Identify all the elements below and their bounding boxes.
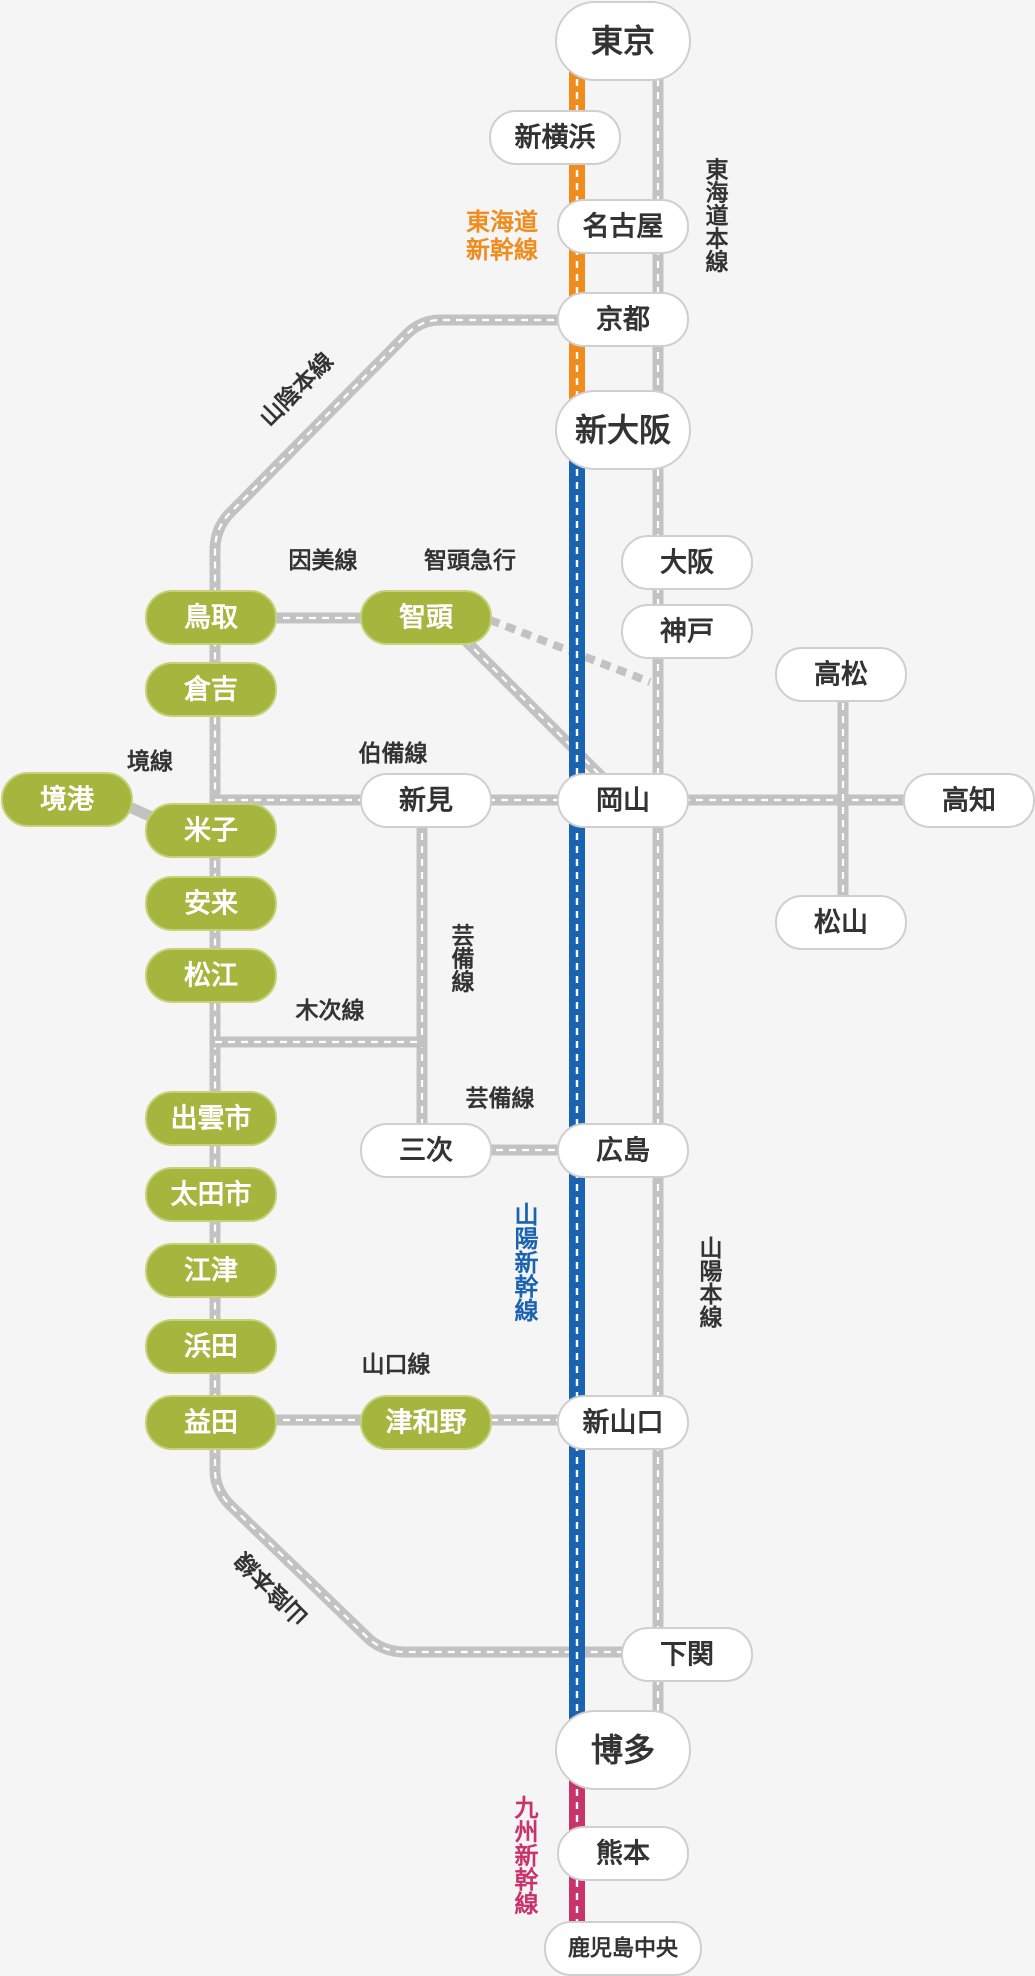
station-matsuyama[interactable]: 松山 xyxy=(775,895,907,950)
svg-text:太田市: 太田市 xyxy=(171,1179,252,1211)
svg-text:大阪: 大阪 xyxy=(660,548,714,579)
station-niimi[interactable]: 新見 xyxy=(360,773,492,828)
station-takamatsu[interactable]: 高松 xyxy=(775,647,907,702)
svg-text:下関: 下関 xyxy=(660,1640,714,1671)
svg-text:境港: 境港 xyxy=(40,785,95,816)
sanyo-main-line-label: 山陽本線 xyxy=(695,1236,723,1329)
station-odashi[interactable]: 太田市 xyxy=(145,1167,277,1222)
station-tsuwano[interactable]: 津和野 xyxy=(360,1395,492,1450)
station-masuda[interactable]: 益田 xyxy=(145,1395,277,1450)
svg-text:米子: 米子 xyxy=(184,816,238,847)
sanin-main-line-south-label: 山陰本線 xyxy=(230,1546,314,1630)
svg-text:松江: 松江 xyxy=(184,961,238,992)
kisuki-line-label: 木次線 xyxy=(295,997,365,1024)
station-tokyo[interactable]: 東京 xyxy=(555,1,691,81)
svg-text:江津: 江津 xyxy=(184,1256,238,1287)
svg-text:松山: 松山 xyxy=(814,908,868,939)
station-yasugi[interactable]: 安来 xyxy=(145,876,277,931)
station-hiroshima[interactable]: 広島 xyxy=(557,1123,689,1178)
svg-text:新山口: 新山口 xyxy=(583,1407,664,1439)
svg-text:高松: 高松 xyxy=(814,659,868,691)
svg-text:新見: 新見 xyxy=(399,785,453,817)
svg-text:鹿児島中央: 鹿児島中央 xyxy=(568,1936,679,1962)
station-shin-yokohama[interactable]: 新横浜 xyxy=(489,110,621,165)
sanyo-shinkansen-label: 山陽新幹線 xyxy=(510,1202,538,1323)
svg-text:安来: 安来 xyxy=(184,889,238,920)
svg-text:浜田: 浜田 xyxy=(184,1332,238,1363)
station-tottori[interactable]: 鳥取 xyxy=(145,590,277,645)
svg-text:智頭: 智頭 xyxy=(399,603,454,634)
svg-text:熊本: 熊本 xyxy=(596,1838,650,1870)
tokaido-shinkansen-label-1: 東海道 xyxy=(466,208,538,236)
sakai-line-label: 境線 xyxy=(127,748,173,775)
station-kumamoto[interactable]: 熊本 xyxy=(557,1826,689,1881)
svg-text:新大阪: 新大阪 xyxy=(575,411,671,449)
station-kobe[interactable]: 神戸 xyxy=(621,604,753,659)
svg-text:博多: 博多 xyxy=(591,1731,655,1769)
svg-text:広島: 広島 xyxy=(596,1135,650,1167)
station-matsue[interactable]: 松江 xyxy=(145,948,277,1003)
station-nagoya[interactable]: 名古屋 xyxy=(557,199,689,254)
line-labels: 東海道 新幹線 東海道本線 山陰本線 因美線 智頭急行 境線 伯備線 芸備線 木… xyxy=(127,158,729,1917)
svg-text:岡山: 岡山 xyxy=(596,786,650,817)
svg-text:三次: 三次 xyxy=(399,1136,453,1167)
svg-text:鳥取: 鳥取 xyxy=(184,603,238,634)
station-gotsu[interactable]: 江津 xyxy=(145,1243,277,1298)
station-chizu[interactable]: 智頭 xyxy=(360,590,492,645)
geibi-line-horizontal-label: 芸備線 xyxy=(466,1085,535,1112)
svg-text:益田: 益田 xyxy=(184,1408,238,1439)
svg-text:東京: 東京 xyxy=(591,22,655,60)
station-yonago[interactable]: 米子 xyxy=(145,803,277,858)
station-shin-osaka[interactable]: 新大阪 xyxy=(555,390,691,470)
station-okayama[interactable]: 岡山 xyxy=(557,773,689,828)
svg-text:津和野: 津和野 xyxy=(386,1408,467,1439)
station-kurayoshi[interactable]: 倉吉 xyxy=(145,662,277,717)
svg-text:高知: 高知 xyxy=(942,785,996,817)
svg-text:名古屋: 名古屋 xyxy=(583,211,664,243)
station-osaka[interactable]: 大阪 xyxy=(621,535,753,590)
svg-text:倉吉: 倉吉 xyxy=(183,674,238,706)
kyushu-shinkansen-label: 九州新幹線 xyxy=(510,1795,539,1916)
station-sakaiminato[interactable]: 境港 xyxy=(1,772,133,827)
geibi-line-vertical-label: 芸備線 xyxy=(447,924,475,994)
hakubi-line-label: 伯備線 xyxy=(359,740,428,767)
station-miyoshi[interactable]: 三次 xyxy=(360,1123,492,1178)
station-shin-yamaguchi[interactable]: 新山口 xyxy=(557,1395,689,1450)
station-hamada[interactable]: 浜田 xyxy=(145,1319,277,1374)
station-kochi[interactable]: 高知 xyxy=(903,773,1035,828)
tokaido-shinkansen-label-2: 新幹線 xyxy=(466,236,538,264)
station-shimonoseki[interactable]: 下関 xyxy=(621,1627,753,1682)
tokaido-main-line-label: 東海道本線 xyxy=(701,158,729,274)
svg-text:出雲市: 出雲市 xyxy=(171,1103,252,1135)
station-kyoto[interactable]: 京都 xyxy=(557,292,689,347)
svg-text:神戸: 神戸 xyxy=(660,617,714,648)
chizu-express-label: 智頭急行 xyxy=(424,547,516,574)
station-kagoshima-chuo[interactable]: 鹿児島中央 xyxy=(544,1921,702,1976)
yamaguchi-line-label: 山口線 xyxy=(362,1351,431,1378)
svg-text:京都: 京都 xyxy=(596,304,650,336)
inbi-line-label: 因美線 xyxy=(289,547,358,574)
station-hakata[interactable]: 博多 xyxy=(555,1710,691,1790)
station-izumoshi[interactable]: 出雲市 xyxy=(145,1091,277,1146)
svg-text:新横浜: 新横浜 xyxy=(515,122,596,154)
